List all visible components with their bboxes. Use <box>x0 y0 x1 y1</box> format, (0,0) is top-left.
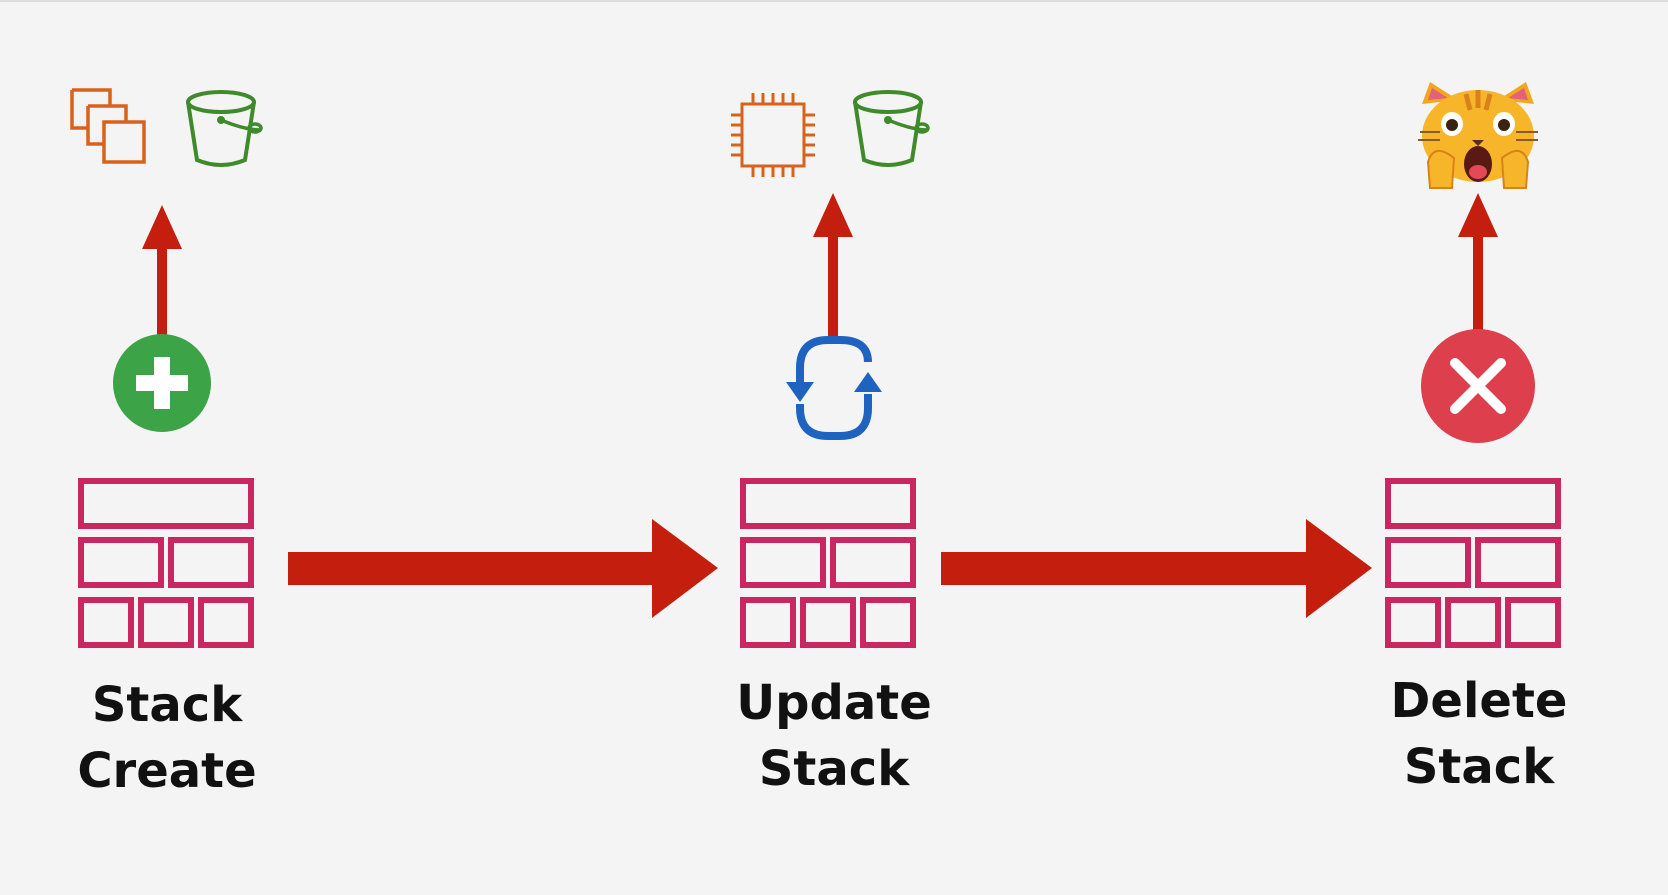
stack-icon <box>81 481 251 645</box>
ec2-instances-icon <box>70 88 146 164</box>
stage-label-delete: Delete Stack <box>1319 668 1639 800</box>
stack-icon <box>743 481 913 645</box>
x-circle-icon <box>1421 329 1535 443</box>
s3-bucket-icon <box>186 90 263 167</box>
stage-label-line: Delete <box>1390 673 1568 729</box>
stage-label-line: Stack <box>1403 739 1555 795</box>
up-arrow <box>142 205 182 355</box>
stage-label-line: Create <box>77 743 257 799</box>
plus-circle-icon <box>113 334 211 432</box>
s3-bucket-icon <box>853 90 930 167</box>
stage-label-create: Stack Create <box>7 672 327 804</box>
up-arrow <box>1458 193 1498 343</box>
stage-label-update: Update Stack <box>674 670 994 802</box>
flow-arrow <box>288 519 718 618</box>
scared-cat-emoji-icon <box>1418 82 1538 189</box>
refresh-icon <box>786 336 882 440</box>
stage-label-line: Stack <box>91 677 243 733</box>
ec2-chip-icon <box>731 93 815 177</box>
up-arrow <box>813 193 853 343</box>
stage-label-line: Update <box>736 675 932 731</box>
top-divider <box>0 0 1668 2</box>
flow-arrow <box>941 519 1372 618</box>
stack-icon <box>1388 481 1558 645</box>
stage-label-line: Stack <box>758 741 910 797</box>
